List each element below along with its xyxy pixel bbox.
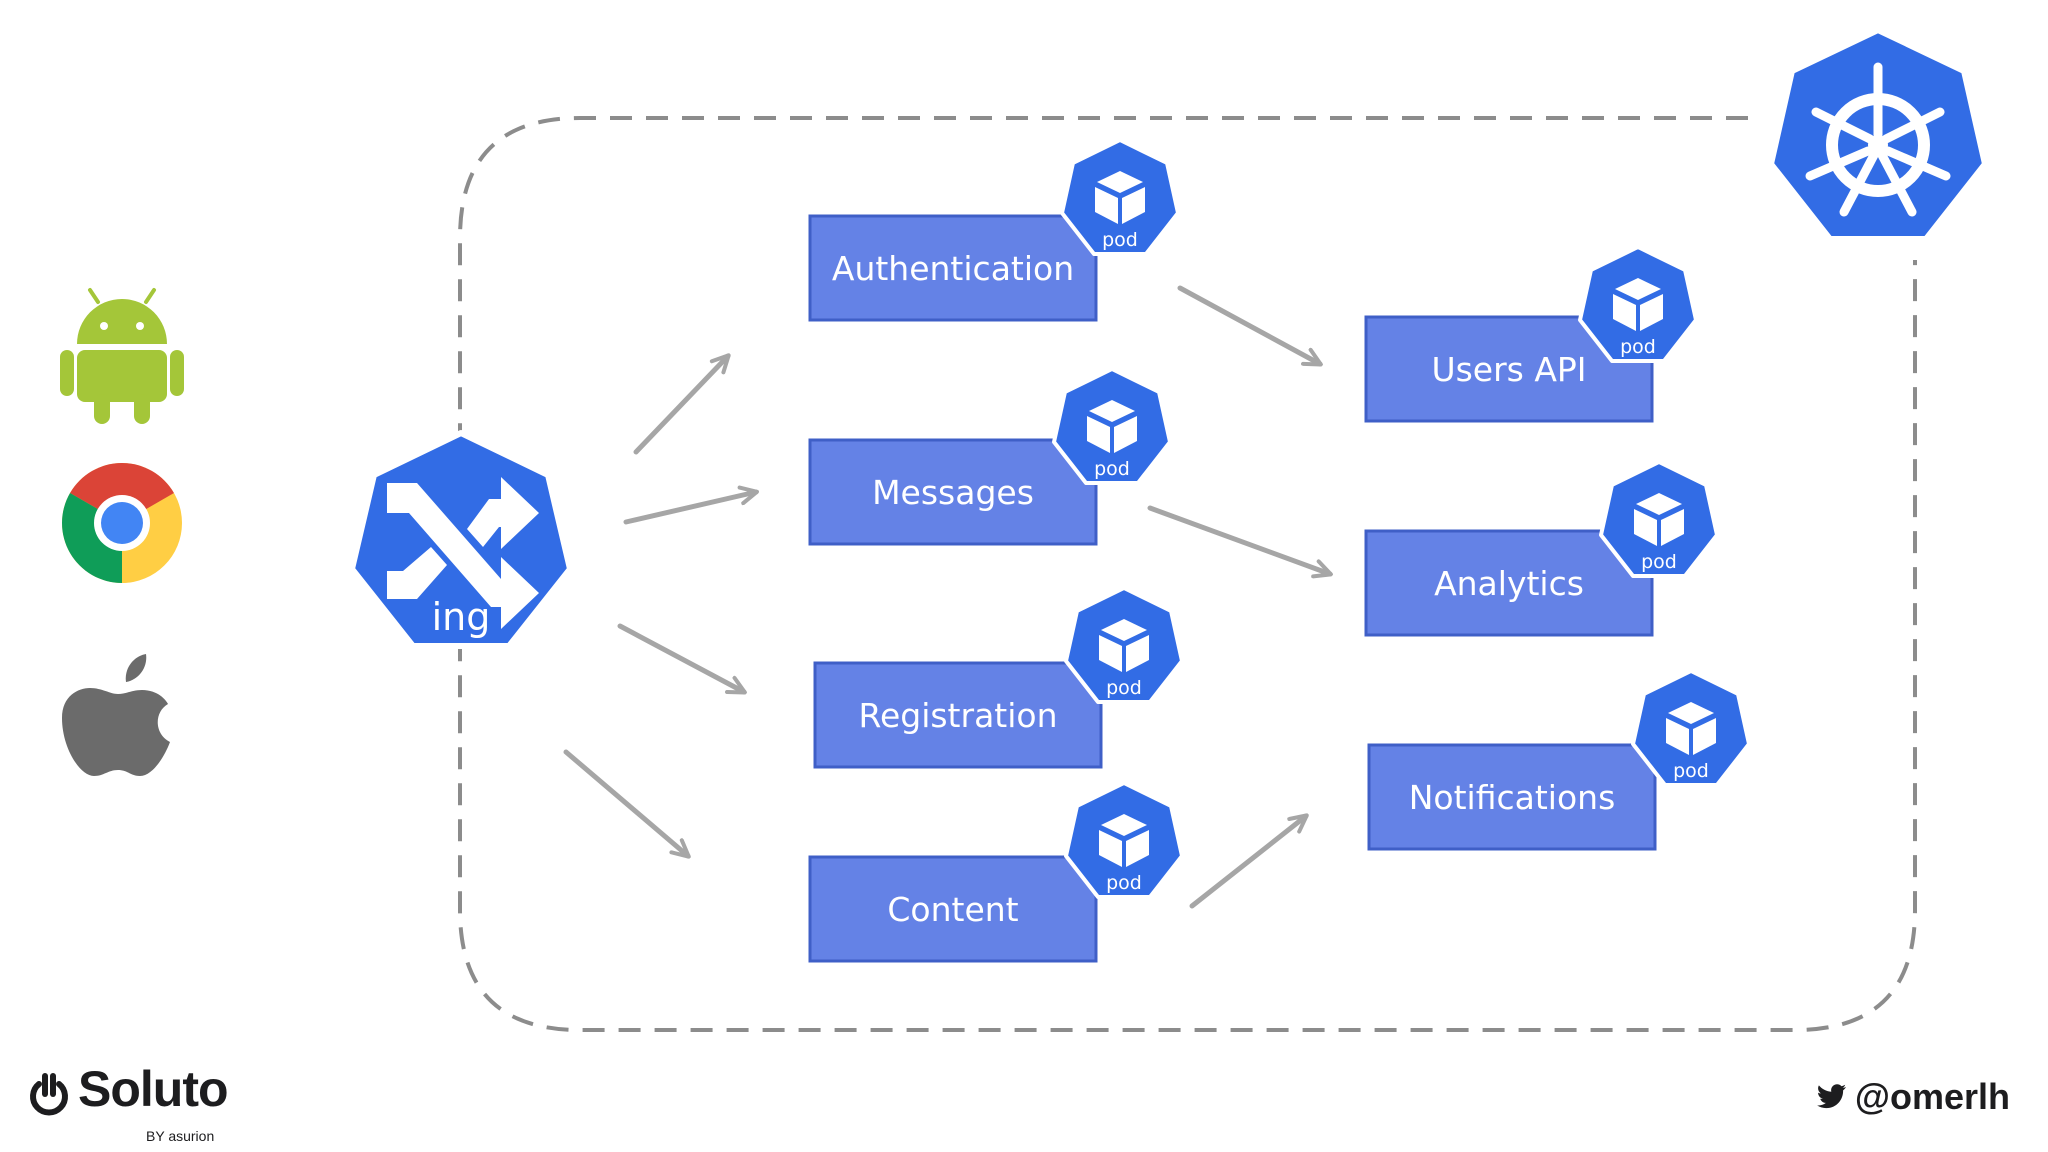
pod-label: pod [1620, 336, 1656, 358]
pod-badge-authentication: pod [1060, 138, 1180, 256]
chrome-icon [62, 463, 182, 583]
cube-icon [1634, 493, 1684, 546]
pod-badge-messages: pod [1052, 367, 1172, 485]
service-content: Content [808, 855, 1098, 963]
power-icon [30, 1073, 68, 1116]
edge-content-notifications [1189, 813, 1309, 909]
edges [563, 285, 1333, 909]
cube-icon [1095, 171, 1145, 224]
edge-ingress-messages [623, 485, 759, 525]
service-label: Authentication [832, 249, 1074, 288]
service-analytics: Analytics [1364, 529, 1654, 637]
apple-icon [62, 654, 170, 776]
service-label: Content [887, 890, 1018, 929]
pod-badge-analytics: pod [1599, 460, 1719, 578]
pod-label: pod [1106, 872, 1142, 894]
kubernetes-helm-icon [1768, 27, 1988, 242]
twitter-handle[interactable]: @omerlh [1816, 1076, 2010, 1118]
service-label: Registration [859, 696, 1058, 735]
edge-ingress-auth [633, 353, 731, 455]
service-label: Users API [1431, 350, 1586, 389]
cube-icon [1666, 702, 1716, 755]
service-authentication: Authentication [808, 214, 1098, 322]
android-icon [60, 288, 184, 424]
service-label: Messages [872, 473, 1034, 512]
cube-icon [1099, 619, 1149, 672]
service-label: Analytics [1434, 564, 1584, 603]
service-registration: Registration [813, 661, 1103, 769]
pod-badge-users-api: pod [1578, 245, 1698, 363]
edge-messages-analytics [1147, 505, 1333, 579]
service-label: Notifications [1409, 778, 1616, 817]
twitter-bird-icon [1816, 1084, 1846, 1109]
pod-label: pod [1106, 677, 1142, 699]
edge-ingress-registration [617, 623, 747, 695]
twitter-handle-text: @omerlh [1854, 1076, 2010, 1117]
edge-ingress-content [563, 749, 691, 859]
cube-icon [1087, 400, 1137, 453]
pod-label: pod [1641, 551, 1677, 573]
service-messages: Messages [808, 438, 1098, 546]
ingress-shuffle-icon [387, 477, 539, 629]
pod-label: pod [1673, 760, 1709, 782]
edge-auth-users [1177, 285, 1323, 367]
pod-badge-content: pod [1064, 781, 1184, 899]
ingress-node: ing [349, 430, 573, 649]
ingress-label: ing [432, 595, 491, 639]
cluster-boundary [458, 116, 1917, 1032]
pod-badge-notifications: pod [1631, 669, 1751, 787]
brand-name: Soluto [78, 1061, 229, 1117]
cube-icon [1613, 278, 1663, 331]
brand-subtitle: BY asurion [146, 1128, 215, 1144]
pod-label: pod [1102, 229, 1138, 251]
service-notifications: Notifications [1367, 743, 1657, 851]
pod-badge-registration: pod [1064, 586, 1184, 704]
cube-icon [1099, 814, 1149, 867]
pod-label: pod [1094, 458, 1130, 480]
